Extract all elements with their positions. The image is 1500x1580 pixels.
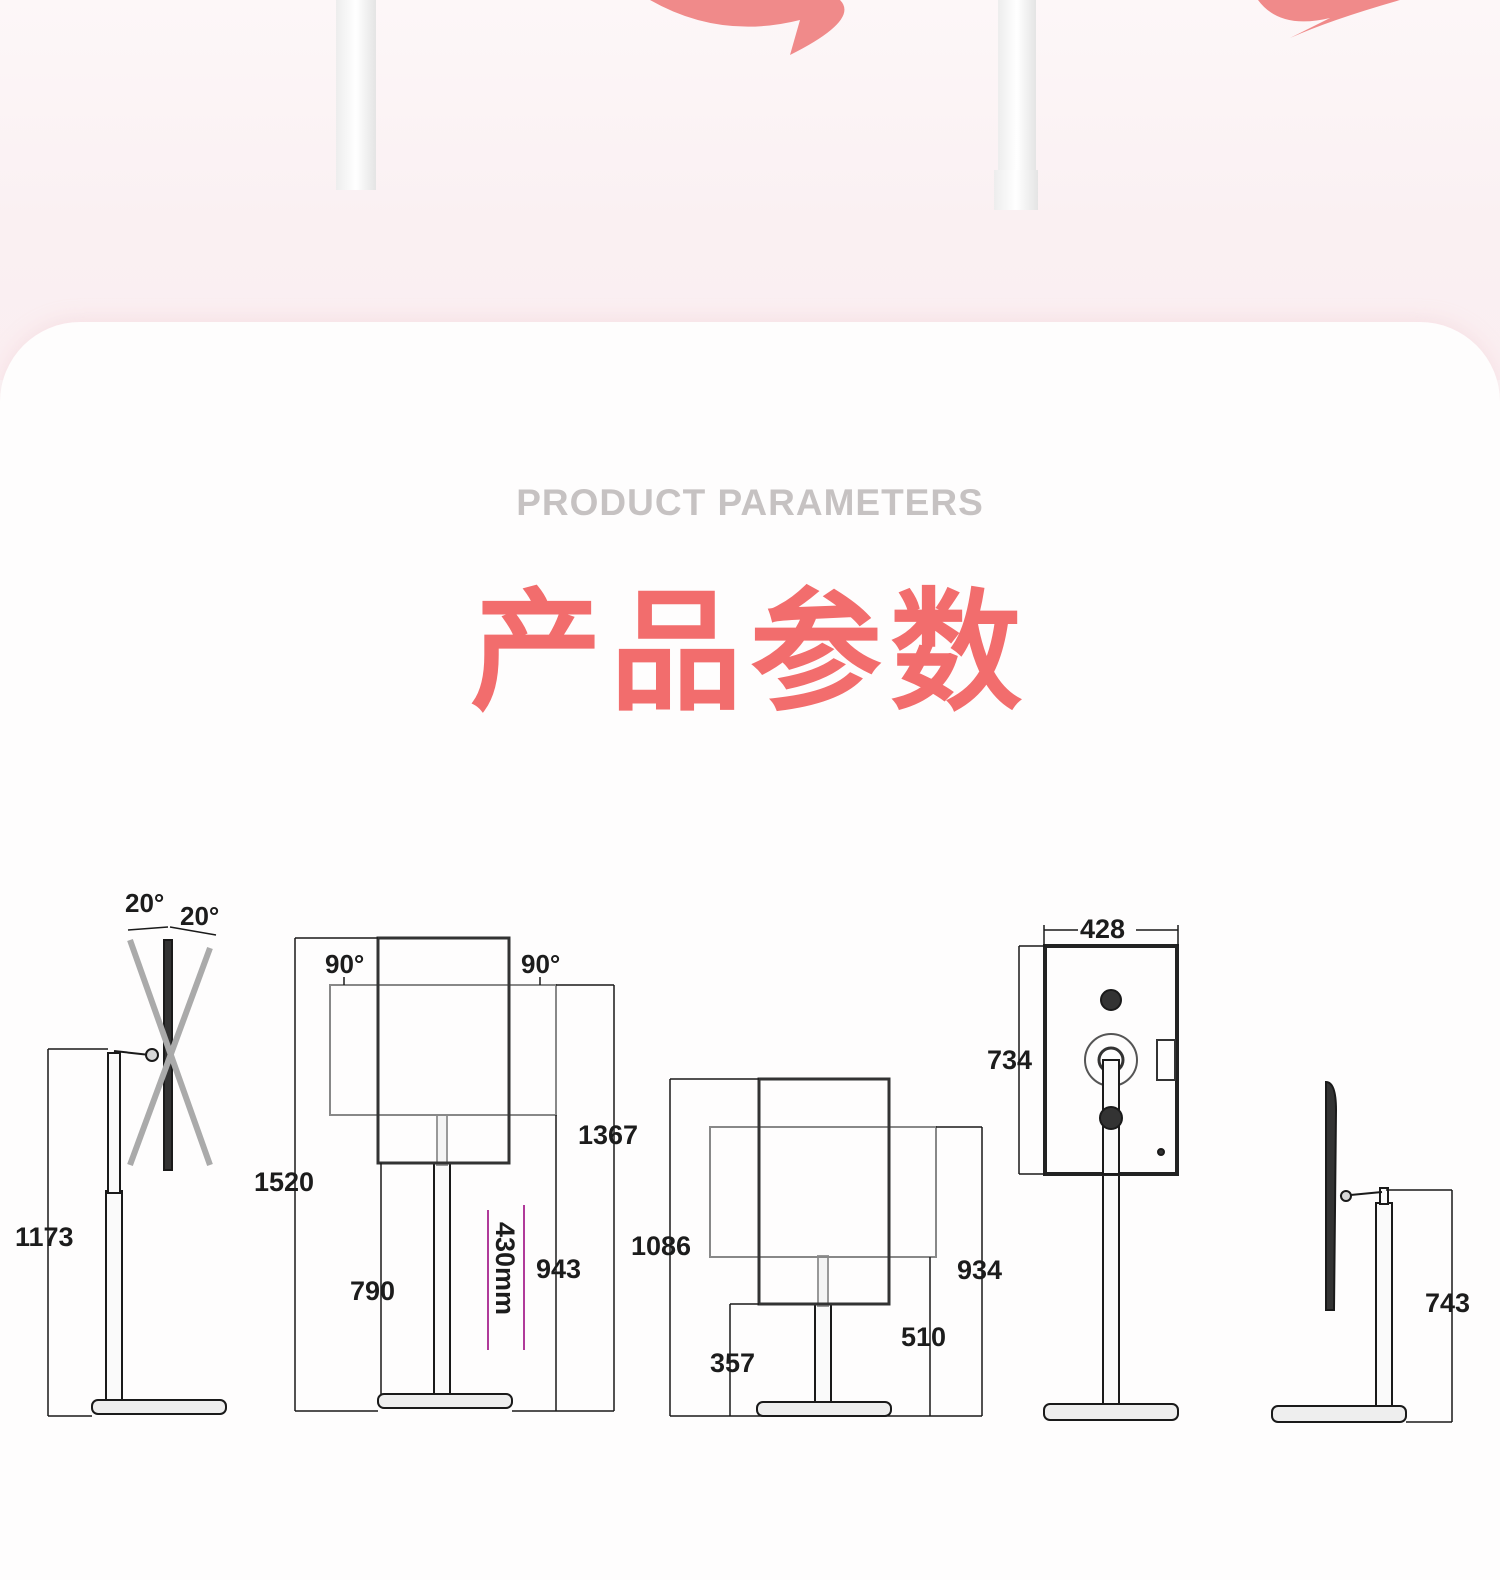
speaker-icon bbox=[1099, 1106, 1123, 1130]
label-landscape-top: 1367 bbox=[578, 1120, 638, 1150]
base bbox=[756, 1401, 892, 1417]
label-side-height: 1173 bbox=[15, 1222, 74, 1252]
screen-tilt-forward bbox=[127, 946, 213, 1167]
front-low-view bbox=[669, 1077, 983, 1417]
screen-landscape bbox=[709, 1126, 937, 1258]
label-low-landscape-bottom: 510 bbox=[901, 1322, 946, 1352]
side-port bbox=[1156, 1039, 1176, 1081]
label-rear-screen-height: 734 bbox=[987, 1045, 1032, 1075]
label-total-height: 1520 bbox=[254, 1167, 314, 1197]
label-rear-width: 428 bbox=[1080, 914, 1125, 944]
label-rotate-left: 90° bbox=[325, 949, 364, 979]
stand-pole-right bbox=[998, 0, 1036, 175]
stand-pole bbox=[1102, 1173, 1120, 1405]
base bbox=[377, 1393, 513, 1409]
parameters-card bbox=[0, 322, 1500, 1580]
base bbox=[1271, 1405, 1407, 1423]
label-portrait-bottom: 790 bbox=[350, 1276, 395, 1306]
stand-pole-joint bbox=[994, 170, 1038, 210]
label-landscape-bottom: 943 bbox=[536, 1254, 581, 1284]
label-low-portrait-bottom: 357 bbox=[710, 1348, 755, 1378]
top-product-banner bbox=[0, 0, 1500, 380]
label-lift-travel: 430mm bbox=[490, 1222, 520, 1315]
screen-portrait bbox=[376, 936, 511, 1165]
stand-inner-pole bbox=[436, 1114, 448, 1166]
rotate-arrow-icon bbox=[650, 0, 845, 55]
rear-view bbox=[1018, 925, 1179, 1421]
base bbox=[91, 1399, 227, 1415]
screen-portrait bbox=[757, 1077, 891, 1306]
camera-icon bbox=[1100, 989, 1122, 1011]
rotate-arrow-icon-2 bbox=[1258, 0, 1400, 38]
label-side-low-height: 743 bbox=[1425, 1288, 1470, 1318]
label-tilt-forward: 20° bbox=[180, 901, 219, 931]
screen-side bbox=[1325, 1080, 1338, 1311]
label-tilt-back: 20° bbox=[125, 888, 164, 918]
front-rotate-view bbox=[294, 936, 615, 1412]
dimension-drawing: 20° 20° 1173 90° 90° 1520 1367 790 943 4… bbox=[15, 888, 1470, 1423]
stand-pole bbox=[433, 1162, 451, 1395]
screen-landscape bbox=[329, 984, 557, 1116]
stand-pole bbox=[1375, 1202, 1393, 1407]
section-subtitle: PRODUCT PARAMETERS bbox=[516, 482, 984, 523]
base bbox=[1043, 1403, 1179, 1421]
stand-pole bbox=[814, 1303, 832, 1403]
banner-illustration bbox=[336, 0, 1400, 210]
stand-pole-left bbox=[336, 0, 376, 190]
stand-pole bbox=[105, 1190, 123, 1401]
label-low-landscape-top: 934 bbox=[957, 1255, 1002, 1285]
stand-inner-pole bbox=[107, 1052, 121, 1194]
stand-inner-pole bbox=[817, 1255, 829, 1307]
section-title: 产品参数 bbox=[470, 576, 1030, 730]
label-rotate-right: 90° bbox=[521, 949, 560, 979]
label-low-total-height: 1086 bbox=[631, 1231, 691, 1261]
side-low-view bbox=[1271, 1080, 1453, 1423]
side-tilt-view bbox=[47, 926, 227, 1417]
